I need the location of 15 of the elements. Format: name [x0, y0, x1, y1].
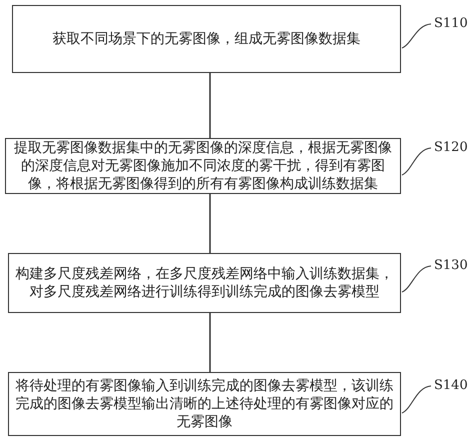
leader-line — [402, 24, 432, 48]
process-box: 将待处理的有雾图像输入到训练完成的图像去雾模型，该训练完成的图像去雾模型输出清晰的上述待处理的有雾图像对应的无雾图像 — [8, 372, 401, 436]
process-box: 构建多尺度残差网络，在多尺度残差网络中输入训练数据集，对多尺度残差网络进行训练得到训练完成的图像去雾模型 — [8, 253, 401, 313]
step-label: S140 — [434, 378, 468, 394]
connector-line — [209, 73, 211, 138]
process-box: 获取不同场景下的无雾图像，组成无雾图像数据集 — [12, 5, 401, 73]
process-box: 提取无雾图像数据集中的无雾图像的深度信息，根据无雾图像的深度信息对无雾图像施加不同浓度的雾干扰，得到有雾图像，将根据无雾图像得到的所有有雾图像构成训练数据集 — [5, 138, 401, 194]
leader-line — [402, 386, 432, 414]
connector-line — [209, 313, 211, 372]
step-label: S110 — [434, 16, 468, 32]
leader-line — [402, 266, 432, 292]
leader-line — [402, 148, 432, 176]
step-label: S130 — [434, 258, 468, 274]
step-label: S120 — [434, 140, 468, 156]
connector-line — [209, 194, 211, 253]
